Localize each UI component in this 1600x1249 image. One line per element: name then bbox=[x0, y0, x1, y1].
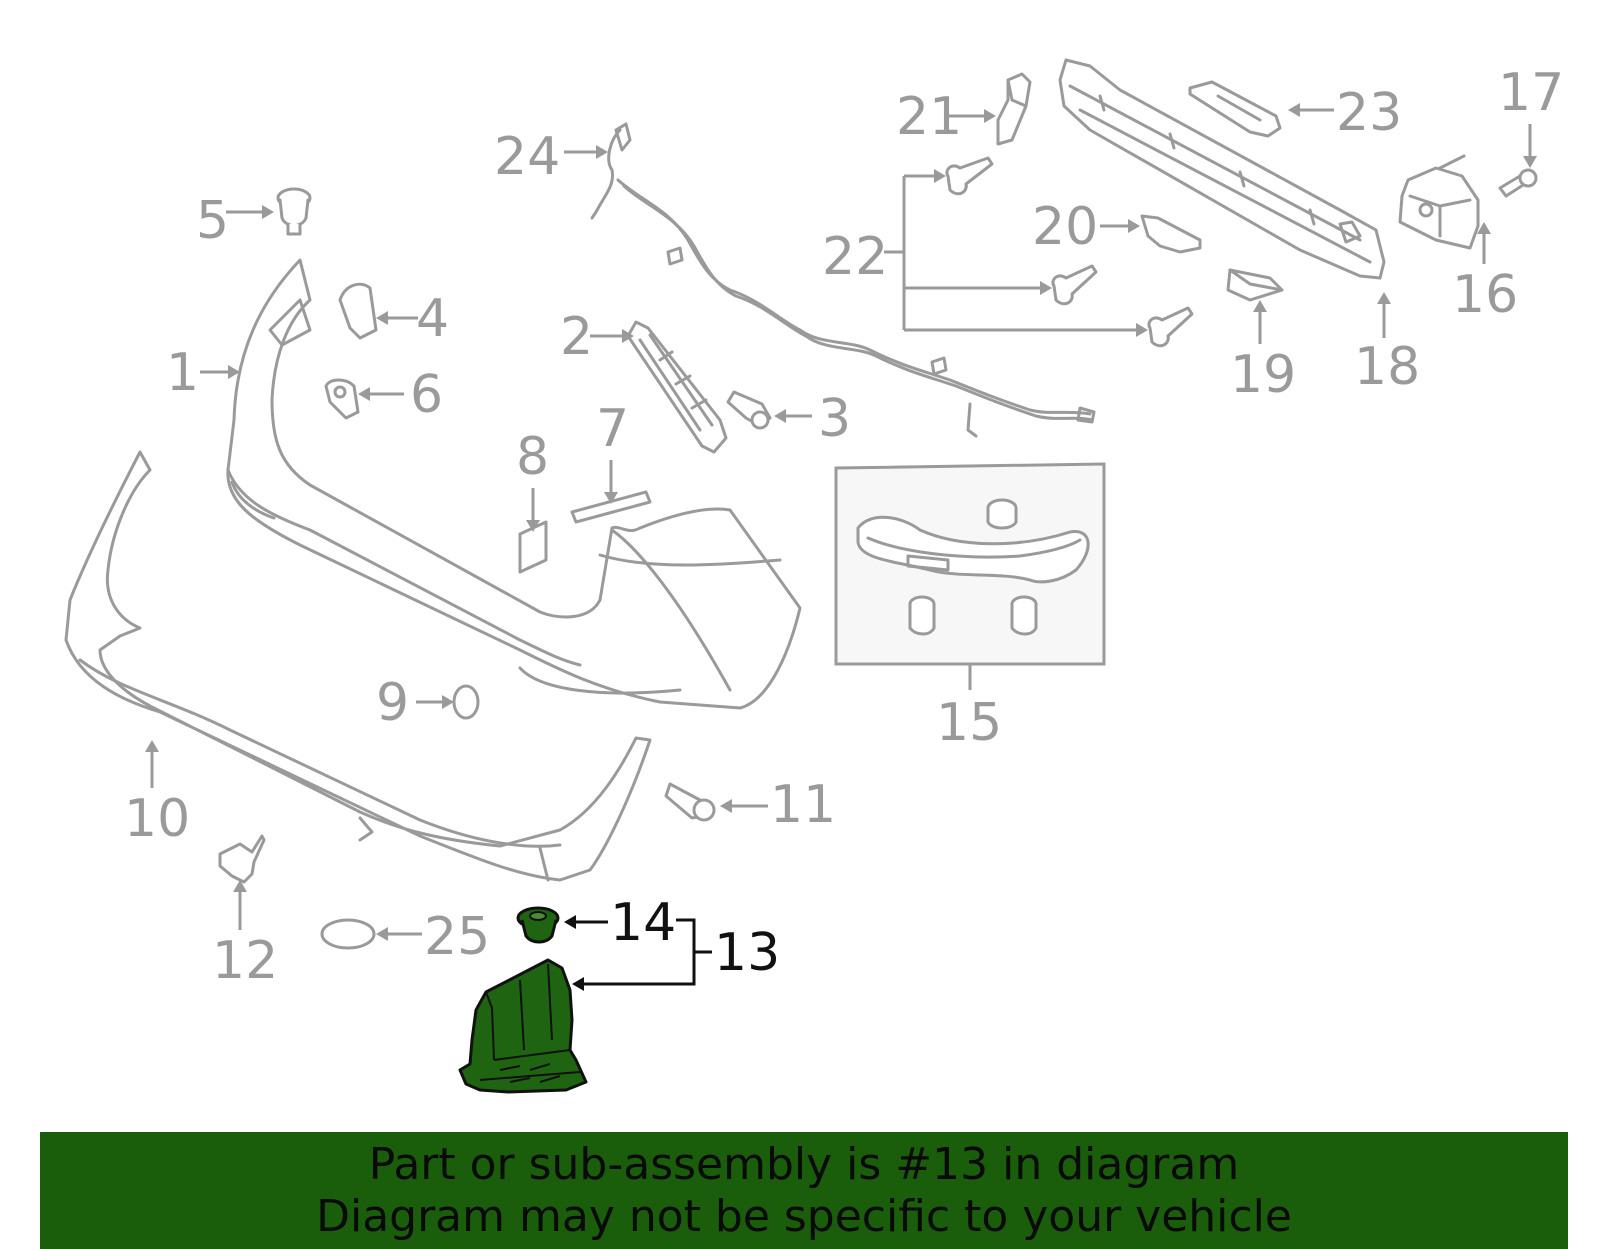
part-15-reflector-kit[interactable] bbox=[834, 462, 1106, 666]
part-17-bolt[interactable] bbox=[1498, 168, 1538, 198]
part-1-bumper-cover[interactable] bbox=[226, 258, 802, 710]
part-7-molding-strip[interactable] bbox=[570, 490, 652, 524]
label-1: 1 bbox=[166, 343, 199, 403]
part-16-mount-bracket[interactable] bbox=[1398, 154, 1480, 250]
part-8-plate[interactable] bbox=[518, 520, 548, 574]
part-18-reinforcement-bar[interactable] bbox=[1058, 58, 1386, 280]
label-15: 15 bbox=[936, 693, 1002, 753]
label-24: 24 bbox=[494, 127, 560, 187]
part-11-bolt[interactable] bbox=[664, 782, 716, 822]
label-17: 17 bbox=[1498, 63, 1564, 123]
banner-line-2: Diagram may not be specific to your vehi… bbox=[316, 1190, 1292, 1242]
leader-lines bbox=[145, 103, 1537, 991]
label-14: 14 bbox=[610, 893, 676, 953]
label-9: 9 bbox=[376, 673, 409, 733]
label-10: 10 bbox=[124, 789, 190, 849]
label-8: 8 bbox=[516, 427, 549, 487]
label-4: 4 bbox=[416, 289, 449, 349]
part-6-retainer[interactable] bbox=[324, 378, 360, 420]
label-19: 19 bbox=[1230, 345, 1296, 405]
label-21: 21 bbox=[896, 87, 962, 147]
part-20-bracket[interactable] bbox=[1140, 214, 1202, 254]
callout-labels: 1 2 3 4 5 6 7 8 9 10 11 12 13 14 15 16 1… bbox=[124, 63, 1564, 991]
part-13-splash-shield[interactable] bbox=[458, 958, 588, 1094]
parts-diagram: 1 2 3 4 5 6 7 8 9 10 11 12 13 14 15 16 1… bbox=[64, 58, 1564, 1094]
part-19-bracket[interactable] bbox=[1226, 268, 1284, 302]
part-21-bracket[interactable] bbox=[996, 72, 1032, 146]
info-banner: Part or sub-assembly is #13 in diagram D… bbox=[40, 1132, 1568, 1249]
label-16: 16 bbox=[1452, 265, 1518, 325]
part-3-screw[interactable] bbox=[726, 390, 772, 430]
label-25: 25 bbox=[424, 907, 490, 967]
label-18: 18 bbox=[1354, 337, 1420, 397]
label-11: 11 bbox=[770, 775, 836, 835]
part-5-clip[interactable] bbox=[276, 187, 312, 236]
part-22-push-pins[interactable] bbox=[945, 156, 1194, 348]
label-7: 7 bbox=[596, 399, 629, 459]
label-3: 3 bbox=[818, 389, 851, 449]
label-6: 6 bbox=[410, 365, 443, 425]
label-5: 5 bbox=[196, 191, 229, 251]
part-2-bracket[interactable] bbox=[626, 320, 728, 454]
part-10-lower-valance[interactable] bbox=[64, 450, 652, 882]
label-22: 22 bbox=[822, 227, 888, 287]
part-4-trim-piece[interactable] bbox=[338, 282, 378, 340]
banner-line-1: Part or sub-assembly is #13 in diagram bbox=[368, 1138, 1240, 1190]
label-12: 12 bbox=[212, 931, 278, 991]
label-23: 23 bbox=[1336, 83, 1402, 143]
part-23-absorber[interactable] bbox=[1188, 80, 1282, 138]
label-13: 13 bbox=[714, 923, 780, 983]
part-14-nut[interactable] bbox=[516, 906, 560, 944]
label-2: 2 bbox=[560, 307, 593, 367]
part-25-seal[interactable] bbox=[320, 918, 376, 950]
part-24-wiring-harness[interactable] bbox=[590, 122, 1096, 438]
part-12-bracket[interactable] bbox=[218, 834, 266, 884]
part-9-grommet[interactable] bbox=[452, 684, 480, 720]
label-20: 20 bbox=[1032, 197, 1098, 257]
